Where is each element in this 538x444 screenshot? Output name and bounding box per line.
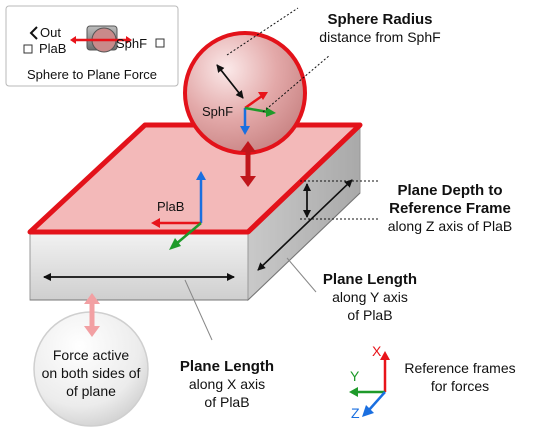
sphere-radius-annotation: Sphere Radius distance from SphF xyxy=(226,7,441,113)
plane-depth-annotation: Plane Depth to Reference Frame along Z a… xyxy=(388,182,513,234)
simulink-block[interactable]: Out PlaB SphF Sphere to Plane Force xyxy=(5,5,179,87)
legend-text-2: for forces xyxy=(431,378,489,394)
plab-frame-label: PlaB xyxy=(157,199,184,214)
plab-frame: PlaB xyxy=(151,171,206,250)
legend-z-axis xyxy=(368,391,386,411)
port-sphf-label: SphF xyxy=(116,36,147,51)
sphere-radius-sub: distance from SphF xyxy=(319,29,440,45)
length-x-title: Plane Length xyxy=(180,358,274,375)
depth-title-2: Reference Frame xyxy=(389,200,511,217)
contact-force-arrow xyxy=(240,141,256,187)
depth-sub: along Z axis of PlaB xyxy=(388,218,513,234)
sphf-x-axis xyxy=(244,94,263,110)
sphere: SphF xyxy=(183,31,307,155)
sphf-port-square-icon[interactable] xyxy=(155,38,165,48)
out-port-chevron-icon xyxy=(29,26,38,40)
sphere-radius-title: Sphere Radius xyxy=(327,11,432,28)
plane-slab xyxy=(27,122,363,302)
note-line-3: of plane xyxy=(66,383,116,399)
sphere-label: SphF xyxy=(202,104,233,119)
port-plab-label: PlaB xyxy=(39,41,66,56)
slab-front-face xyxy=(29,231,249,301)
length-y-dimension xyxy=(257,179,353,271)
legend-y-label: Y xyxy=(350,368,360,384)
length-x-annotation: Plane Length along X axis of PlaB xyxy=(180,279,274,410)
length-y-annotation: Plane Length along Y axis of PlaB xyxy=(286,257,417,323)
note-line-1: Force active xyxy=(53,347,129,363)
length-y-sub2: of PlaB xyxy=(347,307,392,323)
length-x-sub1: along X axis xyxy=(189,376,265,392)
slab-side-red-edge xyxy=(246,123,362,234)
plab-y-axis xyxy=(175,222,202,245)
note-line-2: on both sides of xyxy=(42,365,141,381)
depth-dimension xyxy=(300,180,380,220)
depth-title-1: Plane Depth to xyxy=(397,182,502,199)
block-caption: Sphere to Plane Force xyxy=(27,67,157,82)
length-y-sub1: along Y axis xyxy=(332,289,408,305)
force-both-sides-note: Force active on both sides of of plane xyxy=(33,293,149,427)
sphere-body xyxy=(183,31,307,155)
length-y-title: Plane Length xyxy=(323,271,417,288)
legend-x-label: X xyxy=(372,343,382,359)
block-icon xyxy=(70,25,132,53)
port-out-label: Out xyxy=(40,25,61,40)
plab-port-square-icon[interactable] xyxy=(23,44,33,54)
reference-frame-legend: X Y Z Reference frames for forces xyxy=(349,343,516,421)
legend-z-label: Z xyxy=(351,405,360,421)
legend-text-1: Reference frames xyxy=(404,360,515,376)
length-x-sub2: of PlaB xyxy=(204,394,249,410)
